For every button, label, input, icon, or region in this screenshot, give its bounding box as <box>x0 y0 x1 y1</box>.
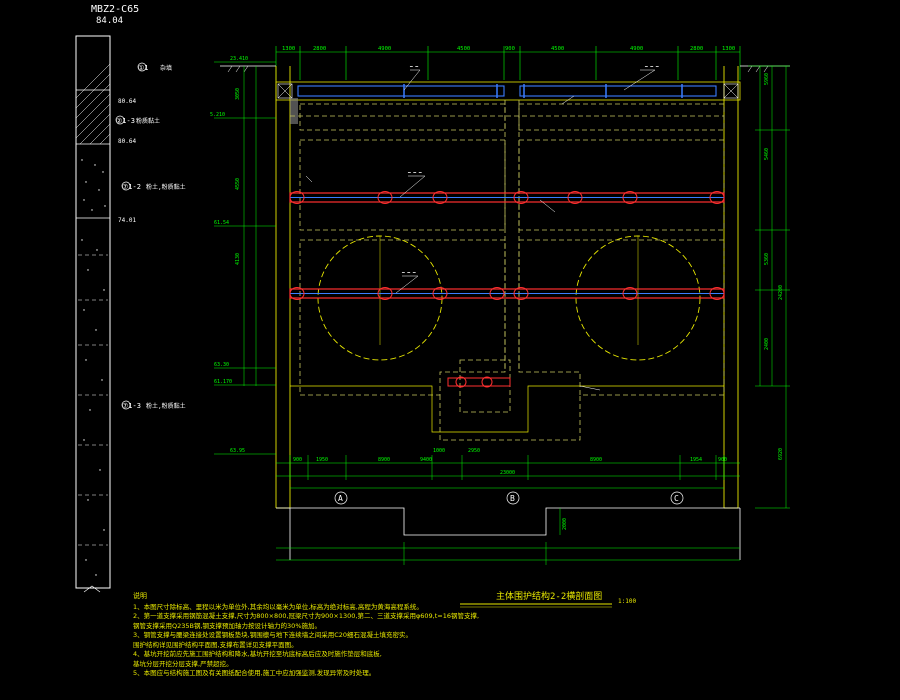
second-support-strut <box>289 191 725 204</box>
svg-text:3050: 3050 <box>235 88 241 100</box>
depth-label: 80.64 <box>118 138 136 145</box>
svg-text:4500: 4500 <box>457 46 470 52</box>
design-notes: 说明 1、本图尺寸除标高、里程以米为单位外,其余均以毫米为单位,标高为绝对标高,… <box>133 592 653 679</box>
axis-label-b: B <box>510 494 515 503</box>
svg-text:⑦1-2: ⑦1-2 <box>122 183 141 191</box>
notes-heading: 说明 <box>133 592 147 600</box>
note-item: 2、第一道支撑采用钢筋混凝土支撑,尺寸为800×800,冠梁尺寸为900×130… <box>133 612 480 620</box>
svg-text:4130: 4130 <box>235 253 241 265</box>
layer-label: ⑦1-3 粉土,粉质黏土 <box>121 400 186 410</box>
drawing-scale: 1:100 <box>618 598 636 605</box>
annotation-texts: ━ ━ ━ ━ ━ ━ ━ ━ ━ ━ ━ <box>401 65 659 276</box>
bottom-dimension-labels: 900 1950 8900 9400 2950 8900 1954 900 23… <box>293 448 727 476</box>
svg-text:1950: 1950 <box>316 457 328 463</box>
note-item: 3、钢管支撑与腰梁连接处设置钢板垫块,钢围檩与地下连续墙之间采用C20细石混凝土… <box>133 631 413 639</box>
diaphragm-wall-right <box>723 66 739 509</box>
svg-text:━ ━: ━ ━ <box>409 65 418 70</box>
layer-label: ②1-3 粉质黏土 <box>115 115 160 125</box>
svg-text:粉土,粉质黏土: 粉土,粉质黏土 <box>146 402 186 410</box>
svg-text:900: 900 <box>505 46 515 52</box>
borehole-id: MBZ2-C65 <box>91 4 139 15</box>
svg-text:粉质黏土: 粉质黏土 <box>136 117 160 125</box>
pit-depth-label: 2000 <box>562 518 568 530</box>
svg-text:1000: 1000 <box>433 448 445 454</box>
svg-text:4900: 4900 <box>630 46 643 52</box>
svg-text:5.210: 5.210 <box>210 112 225 118</box>
drawing-title: 主体围护结构2-2横剖面图 <box>496 590 602 602</box>
bottom-slab <box>290 385 724 433</box>
svg-text:4500: 4500 <box>551 46 564 52</box>
svg-text:23000: 23000 <box>500 470 515 476</box>
foundation-dimensions <box>276 508 740 565</box>
svg-text:61.170: 61.170 <box>214 379 232 385</box>
svg-text:4550: 4550 <box>235 178 241 190</box>
svg-text:5460: 5460 <box>764 148 770 160</box>
diaphragm-wall-left <box>275 66 291 509</box>
drawing-title-block: 主体围护结构2-2横剖面图 1:100 <box>460 590 636 608</box>
svg-text:9400: 9400 <box>420 457 432 463</box>
note-item: 1、本图尺寸除标高、里程以米为单位外,其余均以毫米为单位,标高为绝对标高,高程为… <box>133 602 423 611</box>
foundation-outline <box>276 507 741 560</box>
right-dimension-chain <box>748 65 790 509</box>
svg-text:8900: 8900 <box>590 457 602 463</box>
soil-dots <box>81 159 106 576</box>
svg-text:2950: 2950 <box>468 448 480 454</box>
note-item: 基坑分层开挖分层支撑,严禁超挖。 <box>133 659 233 668</box>
svg-text:63.95: 63.95 <box>230 448 245 454</box>
svg-text:5360: 5360 <box>764 253 770 265</box>
svg-text:6920: 6920 <box>778 448 784 460</box>
note-item: 钢管支撑采用Q235B钢,钢支撑预加轴力按设计轴力的30%施加。 <box>133 621 321 630</box>
svg-text:2800: 2800 <box>690 46 703 52</box>
svg-text:②1-3: ②1-3 <box>116 117 135 125</box>
svg-text:900: 900 <box>293 457 302 463</box>
svg-text:63.30: 63.30 <box>214 362 229 368</box>
svg-text:2800: 2800 <box>313 46 326 52</box>
svg-text:4900: 4900 <box>378 46 391 52</box>
bottom-dimension-chain <box>276 455 740 480</box>
axis-label-a: A <box>338 494 343 503</box>
left-dimension-chain <box>243 66 257 386</box>
note-item: 围护结构详见围护结构平面图,支撑布置详见支撑平面图。 <box>133 640 298 649</box>
left-elevation-markers: 23.410 5.210 61.54 63.30 61.170 63.95 <box>210 56 276 455</box>
note-item: 4、基坑开挖前应先施工围护结构和降水,基坑开挖至坑底标高后应及时施作垫层和底板, <box>133 650 382 658</box>
annotation-leaders <box>305 69 656 391</box>
axis-grid: A B C <box>290 487 724 505</box>
depth-label: 74.01 <box>118 217 136 224</box>
svg-text:8900: 8900 <box>378 457 390 463</box>
borehole-log: MBZ2-C65 84.04 <box>75 4 186 593</box>
svg-text:⑦1-3: ⑦1-3 <box>122 402 141 410</box>
station-structure-outline <box>290 100 725 441</box>
svg-text:1300: 1300 <box>282 46 295 52</box>
svg-text:2400: 2400 <box>764 338 770 350</box>
fill-hatch <box>75 63 111 145</box>
svg-text:粉土,粉质黏土: 粉土,粉质黏土 <box>146 183 186 191</box>
svg-text:24200: 24200 <box>778 285 784 300</box>
svg-text:━ ━ ━: ━ ━ ━ <box>401 271 416 276</box>
depth-label: 80.64 <box>118 98 136 105</box>
svg-text:━ ━ ━: ━ ━ ━ <box>407 171 422 176</box>
svg-text:5960: 5960 <box>764 73 770 85</box>
svg-text:23.410: 23.410 <box>230 56 248 62</box>
third-support-strut <box>289 287 725 300</box>
top-dimension-chain <box>275 46 741 80</box>
axis-label-c: C <box>674 494 679 503</box>
svg-text:━ ━ ━: ━ ━ ━ <box>644 65 659 70</box>
svg-text:杂填: 杂填 <box>160 64 172 72</box>
layer-label: ⑦1-2 粉土,粉质黏土 <box>121 181 186 191</box>
svg-text:①1: ①1 <box>138 64 149 72</box>
pit-support <box>447 376 511 388</box>
svg-text:61.54: 61.54 <box>214 220 229 226</box>
svg-text:1954: 1954 <box>690 457 702 463</box>
borehole-elevation: 84.04 <box>96 16 123 26</box>
note-item: 5、本图应与结构施工图及有关图纸配合使用,施工中应加强监测,发现异常及时处理。 <box>133 669 376 677</box>
svg-text:1300: 1300 <box>722 46 735 52</box>
layer-label: ①1 杂填 <box>137 62 172 72</box>
top-dimension-labels: 1300 2800 4900 4500 900 4500 4900 2800 1… <box>282 46 735 52</box>
svg-text:900: 900 <box>718 457 727 463</box>
first-support-strut <box>275 81 741 124</box>
